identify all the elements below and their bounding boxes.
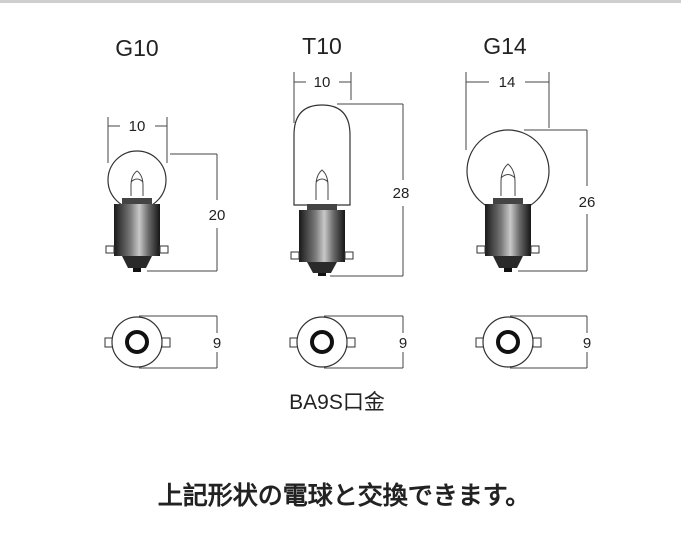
bulb-title-t10: T10	[302, 33, 342, 59]
bulb-title-g10: G10	[115, 35, 158, 61]
height-dimension-g10: 20	[147, 153, 226, 272]
bulb-g14: G14 14 26	[465, 33, 596, 369]
base-end-view-g14: 9	[475, 315, 591, 369]
neck-g10	[122, 198, 152, 204]
height-label-g14: 26	[579, 194, 596, 211]
neck-t10	[307, 204, 337, 210]
width-dimension-g10: 10	[107, 117, 168, 163]
width-label-t10: 10	[314, 74, 331, 91]
bulb-t10: T10 10 28	[289, 33, 410, 369]
width-label-g14: 14	[499, 74, 516, 91]
base-type-label: BA9S口金	[289, 391, 385, 414]
top-border	[0, 0, 681, 3]
base-label-g10: 9	[213, 335, 221, 352]
base-label-g14: 9	[583, 335, 591, 352]
width-dimension-g14: 14	[465, 72, 550, 150]
compatibility-notice: 上記形状の電球と交換できます。	[158, 481, 531, 510]
base-end-view-g10: 9	[104, 315, 221, 369]
neck-g14	[493, 198, 523, 204]
height-label-t10: 28	[393, 185, 410, 202]
base-end-view-t10: 9	[289, 315, 407, 369]
metal-base-g14	[485, 204, 531, 256]
height-dimension-t10: 28	[330, 103, 410, 277]
bulb-g10: G10 10 20	[104, 35, 226, 369]
width-dimension-t10: 10	[293, 72, 352, 123]
base-label-t10: 9	[399, 335, 407, 352]
glass-tube-t10	[293, 104, 351, 206]
width-label-g10: 10	[129, 118, 146, 135]
height-dimension-g14: 26	[518, 129, 596, 272]
height-label-g10: 20	[209, 207, 226, 224]
filament-t10	[315, 178, 329, 183]
metal-base-t10	[299, 210, 345, 262]
metal-base-g10	[114, 204, 160, 256]
bulb-title-g14: G14	[483, 33, 527, 59]
